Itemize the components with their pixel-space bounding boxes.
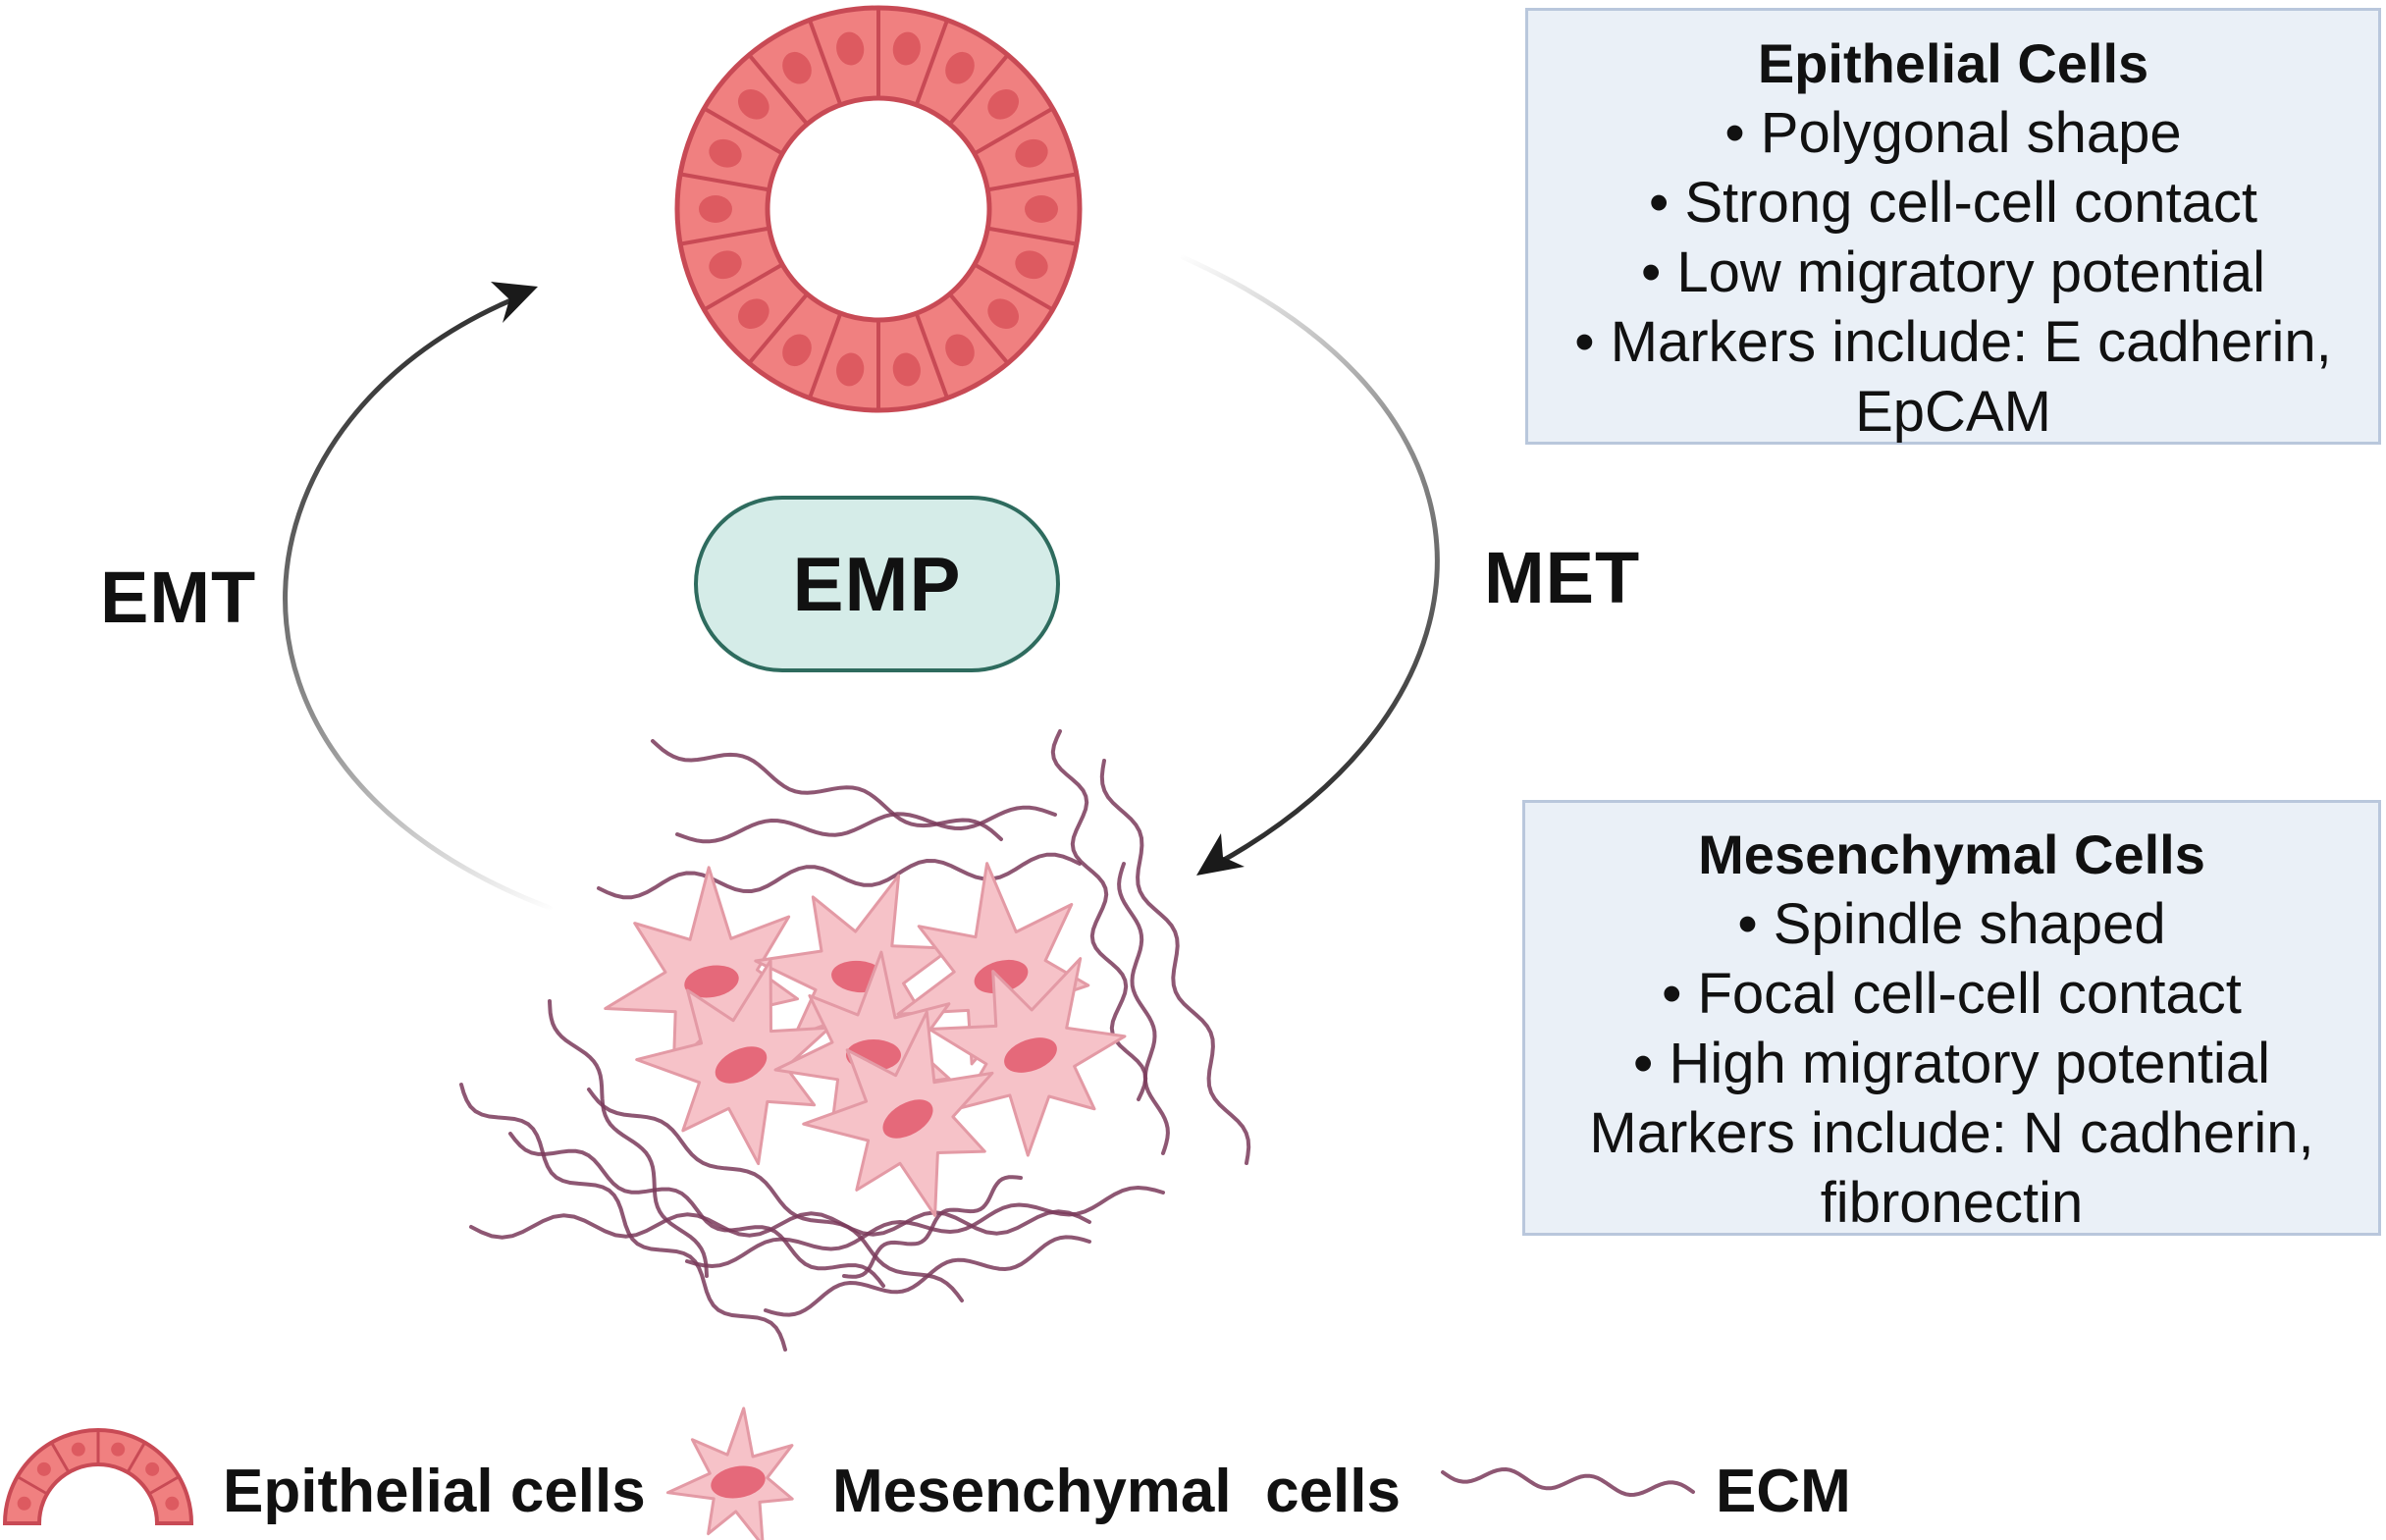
mesenchymal-nucleus	[684, 965, 739, 998]
ecm-fibers	[459, 729, 1251, 1352]
cell-nucleus	[738, 88, 769, 120]
cell-divider	[747, 292, 809, 365]
ecm-fiber	[508, 1132, 885, 1288]
emp-label: EMP	[792, 540, 962, 627]
cell-nucleus	[709, 250, 742, 280]
mesenchymal-info-box: Mesenchymal Cells • Spindle shaped • Foc…	[1522, 800, 2381, 1236]
cell-nucleus	[892, 352, 921, 387]
mesenchymal-nucleus	[1004, 1037, 1057, 1073]
cell-nucleus	[1015, 250, 1048, 280]
cell-divider	[808, 19, 843, 106]
mesenchymal-nucleus	[882, 1099, 933, 1139]
ecm-fiber	[842, 1175, 1023, 1279]
cell-nucleus	[738, 298, 769, 330]
epithelial-box-title: Epithelial Cells	[1757, 32, 2149, 94]
epithelial-box-line: • Strong cell-cell contact	[1649, 171, 2257, 235]
cell-nucleus	[945, 51, 975, 84]
cell-divider	[986, 172, 1078, 192]
cell-divider	[973, 262, 1054, 312]
ecm-fiber	[1441, 1466, 1695, 1498]
cell-nucleus	[836, 31, 865, 66]
cell-divider	[679, 226, 770, 246]
cell-nucleus	[836, 352, 865, 387]
ecm-fiber	[597, 852, 1082, 900]
met-label: MET	[1484, 537, 1641, 618]
mesenchymal-cell	[928, 957, 1127, 1157]
met-arrowhead	[1196, 833, 1245, 876]
cell-nucleus	[987, 298, 1019, 330]
legend-epithelial-icon	[2, 1428, 194, 1525]
ecm-fiber	[587, 1088, 964, 1302]
cell-divider	[973, 106, 1054, 156]
ecm-fiber	[651, 739, 1003, 841]
mesenchymal-box-title: Mesenchymal Cells	[1698, 823, 2205, 885]
cell-divider	[808, 312, 843, 399]
epithelial-box-line: • Polygonal shape	[1724, 101, 2182, 165]
cell-nucleus	[1025, 195, 1058, 223]
cell-nucleus	[709, 138, 742, 168]
epithelial-box-line: • Low migratory potential	[1640, 240, 2266, 304]
emt-arrow	[283, 292, 553, 911]
cell-nucleus	[987, 88, 1019, 120]
epithelial-box-line: • Markers include: E cadherin,	[1574, 310, 2332, 374]
cell-divider	[679, 172, 770, 192]
ecm-fiber	[685, 1185, 1165, 1269]
cell-nucleus	[699, 195, 732, 223]
cell-divider	[948, 53, 1010, 126]
mesenchymal-cluster	[604, 862, 1127, 1217]
epithelial-box-line: EpCAM	[1855, 380, 2051, 444]
cell-divider	[703, 106, 784, 156]
cell-nucleus	[945, 334, 975, 367]
cell-nucleus	[892, 31, 921, 66]
ecm-fiber	[548, 999, 709, 1278]
legend-mesenchymal-icon	[665, 1407, 794, 1540]
cell-nucleus	[782, 51, 812, 84]
emt-arrowhead	[491, 282, 538, 323]
cell-divider	[948, 292, 1010, 365]
epithelial-info-box: Epithelial Cells • Polygonal shape • Str…	[1525, 8, 2381, 445]
mesenchymal-cell	[635, 959, 831, 1166]
mesenchymal-box-line: • Spindle shaped	[1737, 892, 2166, 956]
emt-label: EMT	[100, 557, 257, 638]
mesenchymal-box-line: • Focal cell-cell contact	[1662, 962, 2242, 1026]
ecm-fiber	[675, 805, 1057, 844]
legend-epithelial-label: Epithelial cells	[223, 1458, 646, 1525]
mesenchymal-box-line: Markers include: N cadherin,	[1589, 1101, 2314, 1165]
cell-divider	[747, 53, 809, 126]
epithelial-ring	[674, 5, 1083, 413]
legend-mesenchymal-label: Mesenchymal cells	[832, 1458, 1401, 1525]
legend-ecm-icon	[1441, 1466, 1695, 1498]
mesenchymal-nucleus	[974, 959, 1029, 994]
cell-nucleus	[1015, 138, 1048, 168]
met-arrow	[1180, 254, 1440, 867]
mesenchymal-box-line: • High migratory potential	[1633, 1032, 2270, 1095]
cell-divider	[986, 226, 1078, 246]
cell-divider	[914, 312, 949, 399]
ecm-fiber	[1117, 862, 1170, 1155]
ecm-fiber	[459, 1083, 787, 1352]
cell-divider	[703, 262, 784, 312]
mesenchymal-box-line: fibronectin	[1820, 1171, 2084, 1235]
cell-divider	[914, 19, 949, 106]
emp-pill: EMP	[694, 496, 1060, 672]
mesenchymal-nucleus	[715, 1046, 768, 1084]
legend-ecm-label: ECM	[1716, 1458, 1851, 1525]
mesenchymal-cell	[665, 1407, 794, 1540]
ecm-fiber	[469, 1209, 1091, 1240]
ecm-fiber	[1099, 759, 1251, 1165]
mesenchymal-nucleus	[711, 1465, 766, 1499]
mesenchymal-cell	[802, 1010, 994, 1217]
cell-nucleus	[782, 334, 812, 367]
